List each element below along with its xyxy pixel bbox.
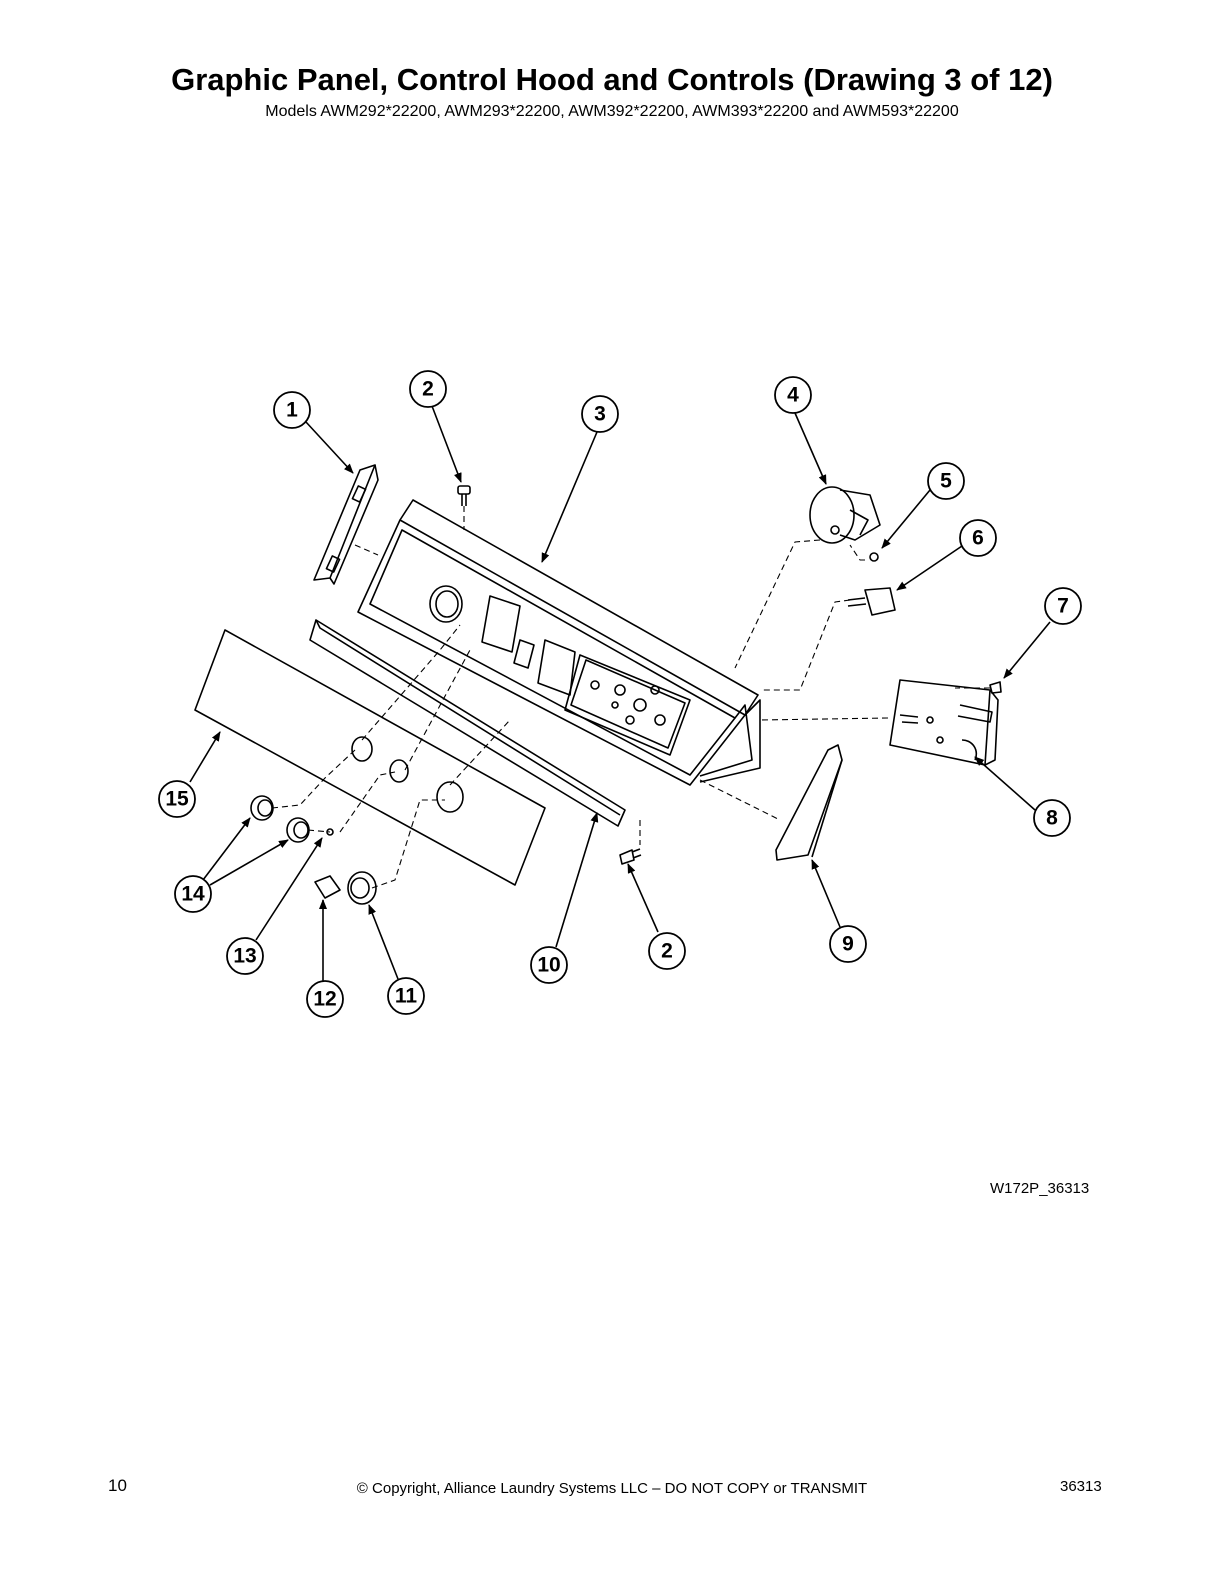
callout-label: 13 (233, 945, 256, 968)
callout-label: 10 (537, 954, 560, 977)
left-end-cap-part (313, 464, 379, 585)
document-number: 36313 (1060, 1478, 1102, 1495)
callout-2-top: 2 (409, 370, 447, 408)
knob-insert-part (314, 875, 341, 899)
callout-14: 14 (174, 875, 212, 913)
callout-label: 14 (181, 883, 205, 906)
small-screw-part (869, 552, 879, 562)
right-end-cap-part (775, 744, 843, 861)
callout-label: 2 (422, 378, 434, 401)
small-screw-right-part (989, 681, 1002, 694)
callout-label: 7 (1057, 595, 1069, 618)
page-number: 10 (108, 1476, 127, 1495)
callout-13: 13 (226, 937, 264, 975)
callout-label: 15 (165, 788, 189, 811)
callout-leaders (189, 405, 1051, 981)
callout-5: 5 (927, 462, 965, 500)
pin-part (326, 828, 334, 836)
large-knob-part (347, 871, 377, 905)
callout-label: 3 (594, 403, 606, 426)
control-module-part (889, 679, 999, 766)
callout-label: 11 (395, 985, 418, 1008)
callout-label: 12 (313, 988, 336, 1011)
callout-7: 7 (1044, 587, 1082, 625)
callout-label: 8 (1046, 807, 1058, 830)
callout-6: 6 (959, 519, 997, 557)
callout-label: 4 (787, 384, 799, 407)
callout-label: 2 (661, 940, 673, 963)
control-hood-part (357, 499, 761, 786)
callout-label: 5 (940, 470, 952, 493)
trim-strip-part (309, 619, 626, 827)
callout-1: 1 (273, 391, 311, 429)
callout-10: 10 (530, 946, 568, 984)
knob-parts (250, 795, 310, 843)
screw-top-part (457, 485, 471, 506)
callout-15: 15 (158, 780, 196, 818)
switch-part (847, 587, 896, 616)
graphic-panel-part (194, 629, 546, 886)
models-subtitle: Models AWM292*22200, AWM293*22200, AWM39… (265, 103, 959, 120)
assembly-dashed-lines (271, 506, 990, 889)
callout-label: 6 (972, 527, 984, 550)
page-title: Graphic Panel, Control Hood and Controls… (171, 62, 1053, 97)
callout-label: 9 (842, 933, 854, 956)
callout-11: 11 (387, 977, 425, 1015)
callout-12: 12 (306, 980, 344, 1018)
timer-part (809, 486, 881, 544)
callout-label: 1 (286, 399, 298, 422)
screw-bottom-part (619, 848, 642, 865)
callout-8: 8 (1033, 799, 1071, 837)
callout-bubbles: 1 2 3 4 5 6 7 8 (158, 370, 1082, 1018)
figure-id: W172P_36313 (990, 1180, 1090, 1197)
copyright-notice: © Copyright, Alliance Laundry Systems LL… (356, 1480, 868, 1497)
callout-2-bottom: 2 (648, 932, 686, 970)
callout-3: 3 (581, 395, 619, 433)
callout-4: 4 (774, 376, 812, 414)
callout-9: 9 (829, 925, 867, 963)
